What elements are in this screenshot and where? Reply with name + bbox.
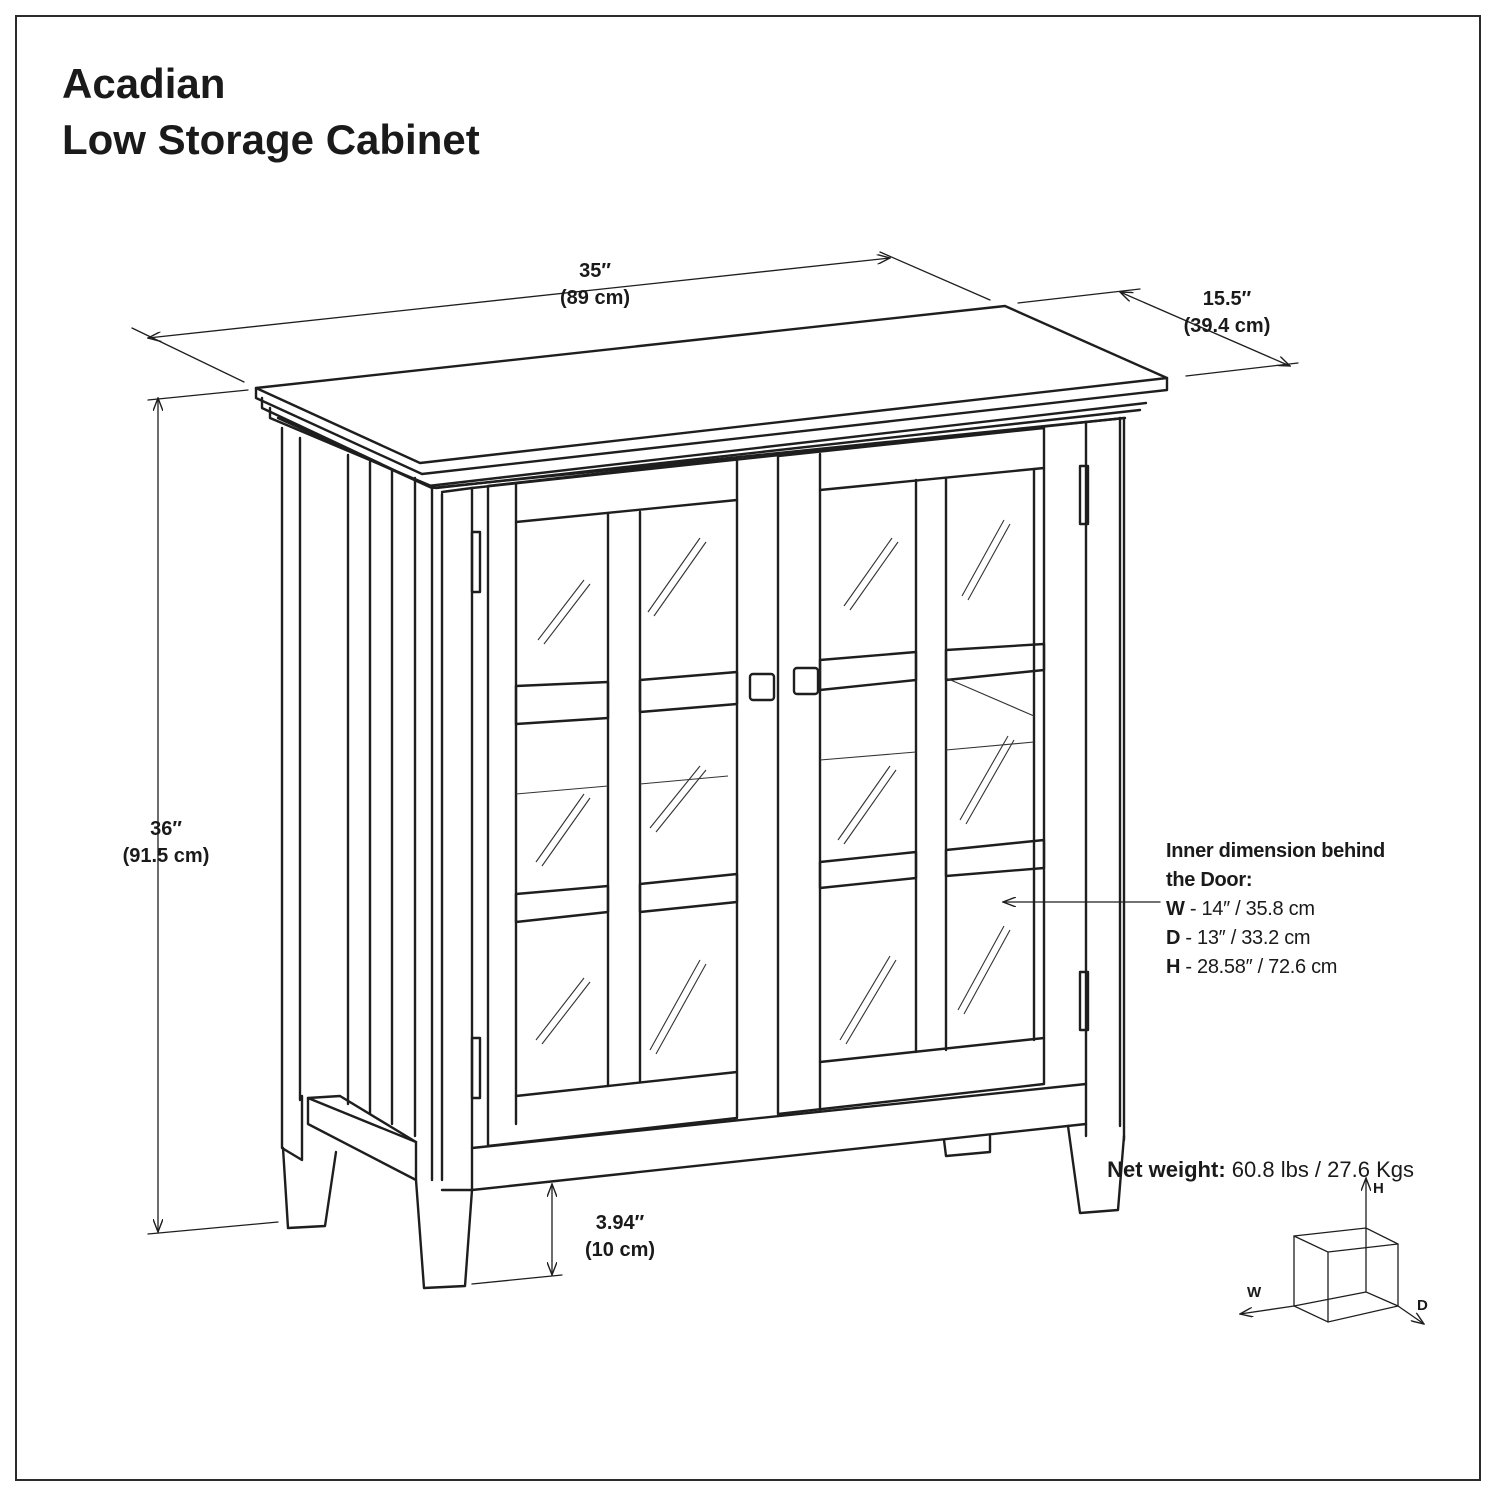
inner-h-key: H: [1166, 956, 1181, 978]
axis-label-d: D: [1417, 1297, 1428, 1314]
inner-w-key: W: [1166, 898, 1185, 920]
clearance-imperial: 3.94″: [595, 1212, 645, 1234]
net-weight: Net weight: 60.8 lbs / 27.6 Kgs: [1107, 1157, 1414, 1183]
hinge-icons: [470, 464, 1090, 1100]
title-line-1: Acadian: [62, 60, 226, 107]
product-title: Acadian Low Storage Cabinet: [62, 56, 480, 168]
axis-label-h: H: [1373, 1180, 1384, 1197]
depth-imperial: 15.5″: [1202, 288, 1252, 310]
left-door: [486, 456, 776, 1148]
width-metric: (89 cm): [559, 287, 631, 309]
height-metric: (91.5 cm): [122, 845, 210, 867]
cabinet-front-frame: [440, 416, 1126, 1215]
cabinet-top: [254, 304, 1169, 490]
inner-dimension-note: Inner dimension behind the Door: W - 14″…: [1166, 837, 1385, 982]
height-dimension-line: [147, 389, 279, 1235]
width-dimension-line: [131, 251, 991, 383]
inner-d-value: - 13″ / 33.2 cm: [1180, 927, 1311, 949]
inner-h-value: - 28.58″ / 72.6 cm: [1180, 956, 1338, 978]
inner-w-value: - 14″ / 35.8 cm: [1184, 898, 1315, 920]
net-weight-value: 60.8 lbs / 27.6 Kgs: [1225, 1157, 1414, 1182]
axis-legend-cube: [1240, 1178, 1424, 1324]
inner-dimension-row-h: H - 28.58″ / 72.6 cm: [1166, 953, 1385, 982]
net-weight-label: Net weight:: [1107, 1157, 1226, 1182]
height-dimension-label: 36″ (91.5 cm): [104, 816, 228, 870]
border-frame: [15, 15, 1481, 1481]
inner-dimension-heading-2: the Door:: [1166, 869, 1253, 891]
inner-d-key: D: [1166, 927, 1181, 949]
depth-dimension-label: 15.5″ (39.4 cm): [1162, 286, 1292, 340]
inner-dimension-row-d: D - 13″ / 33.2 cm: [1166, 924, 1385, 953]
depth-metric: (39.4 cm): [1183, 315, 1271, 337]
clearance-dimension-label: 3.94″ (10 cm): [560, 1210, 680, 1264]
right-door: [776, 426, 1046, 1116]
inner-dimension-heading-1: Inner dimension behind: [1166, 840, 1385, 862]
axis-label-w: W: [1247, 1284, 1262, 1301]
clearance-metric: (10 cm): [584, 1239, 656, 1261]
title-line-2: Low Storage Cabinet: [62, 116, 480, 163]
cabinet-side-panel: [280, 426, 474, 1290]
depth-dimension-line: [1017, 288, 1299, 377]
width-dimension-label: 35″ (89 cm): [535, 258, 655, 312]
height-imperial: 36″: [150, 818, 182, 840]
width-imperial: 35″: [579, 260, 611, 282]
inner-dimension-row-w: W - 14″ / 35.8 cm: [1166, 895, 1385, 924]
clearance-dimension-line: [471, 1184, 563, 1285]
